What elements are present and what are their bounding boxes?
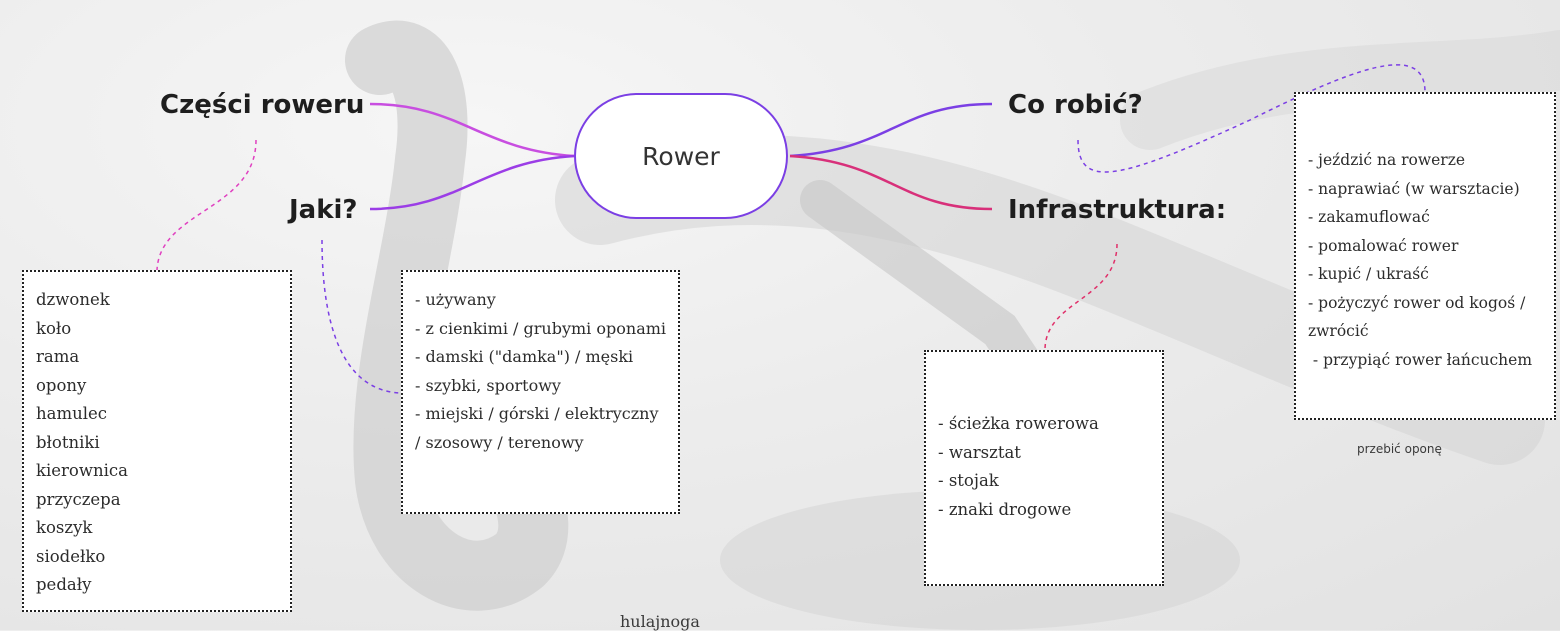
tire-shadow <box>1120 30 1560 150</box>
link-co-robic <box>789 102 993 158</box>
list-item: - ścieżka rowerowa <box>938 414 1099 433</box>
link-czesci <box>369 102 575 158</box>
list-item: - używany <box>415 290 496 309</box>
list-item: rama <box>36 347 80 366</box>
list-item: - znaki drogowe <box>938 499 1072 519</box>
list-item: błotniki <box>36 432 100 452</box>
note-jaki[interactable]: - używany - z cienkimi / grubymi oponami… <box>401 270 680 514</box>
handlebar-shadow <box>345 20 569 611</box>
list-item: - szybki, sportowy <box>415 375 561 395</box>
list-item: - zakamuflować <box>1308 208 1430 226</box>
central-topic[interactable]: Rower <box>574 93 788 219</box>
note-czesci-roweru[interactable]: dzwonek koło rama opony hamulec błotniki… <box>22 270 292 612</box>
branch-czesci-roweru[interactable]: Części roweru <box>160 90 365 120</box>
list-item: - naprawiać (w warsztacie) <box>1308 179 1520 198</box>
list-item: siodełko <box>36 546 106 566</box>
list-item: przyczepa <box>36 489 121 509</box>
list-item: kierownica <box>36 461 128 480</box>
list-item: koszyk <box>36 518 93 537</box>
list-item: - z cienkimi / grubymi oponami <box>415 318 667 338</box>
branch-co-robic[interactable]: Co robić? <box>1008 90 1143 120</box>
list-item: - stojak <box>938 471 999 490</box>
central-topic-label: Rower <box>642 141 720 171</box>
list-item: dzwonek <box>36 290 110 309</box>
dashed-jaki <box>321 239 401 394</box>
list-item: - jeździć na rowerze <box>1308 151 1466 169</box>
branch-jaki[interactable]: Jaki? <box>289 195 358 225</box>
link-infrastruktura <box>789 154 993 211</box>
list-item: - damski ("damka") / męski <box>415 347 634 366</box>
note-infrastruktura[interactable]: - ścieżka rowerowa - warsztat - stojak -… <box>924 350 1164 586</box>
list-item: - przypiąć rower łańcuchem <box>1308 350 1533 369</box>
dashed-co-robic <box>1077 64 1426 173</box>
dashed-czesci <box>156 139 257 271</box>
note-co-robic[interactable]: - jeździć na rowerze - naprawiać (w wars… <box>1294 92 1556 420</box>
list-item: pedały <box>36 575 92 594</box>
floating-label-przebic-opone[interactable]: przebić oponę <box>1357 442 1442 456</box>
list-item: opony <box>36 375 87 395</box>
link-jaki <box>369 154 575 211</box>
list-item: - pomalować rower <box>1308 236 1459 255</box>
branch-infrastruktura[interactable]: Infrastruktura: <box>1008 195 1227 225</box>
list-item: - kupić / ukraść <box>1308 265 1429 283</box>
list-item: hamulec <box>36 404 108 423</box>
list-item: - pożyczyć rower od kogoś / zwrócić <box>1308 293 1526 341</box>
list-item: koło <box>36 318 72 338</box>
list-item: - warsztat <box>938 442 1021 462</box>
floating-label-hulajnoga[interactable]: hulajnoga <box>620 612 700 631</box>
dashed-infrastruktura <box>1044 243 1118 351</box>
list-item: - miejski / górski / elektryczny / szoso… <box>415 404 659 452</box>
